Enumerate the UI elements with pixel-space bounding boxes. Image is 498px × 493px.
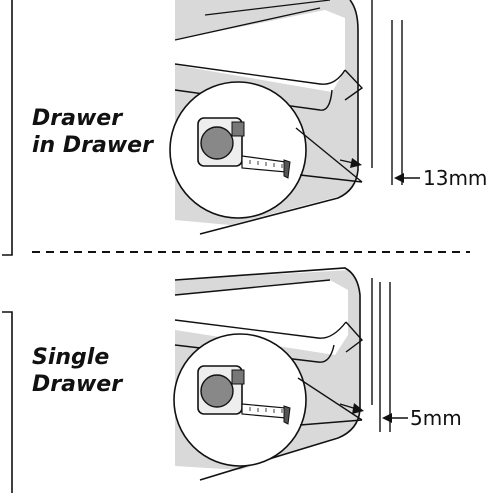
dimension-arrow-icon	[339, 158, 420, 183]
top-title-line2: in Drawer	[32, 133, 154, 158]
top-panel: Drawer in Drawer 13mm	[2, 0, 487, 256]
top-cabinet-frame	[199, 0, 359, 235]
tape-measure-icon	[197, 365, 291, 425]
bottom-cabinet-frame	[174, 267, 361, 481]
bottom-panel-bracket	[2, 311, 13, 493]
tape-measure-icon	[197, 117, 291, 179]
bottom-panel: Single Drawer 5mm	[2, 267, 462, 493]
dimension-arrow-icon	[339, 403, 408, 423]
bottom-gap-label: 5mm	[410, 406, 462, 430]
top-title-line1: Drawer	[32, 106, 123, 131]
bottom-title-line1: Single	[32, 345, 109, 370]
top-gap-label: 13mm	[423, 166, 487, 190]
bottom-title-line2: Drawer	[32, 372, 123, 397]
top-panel-bracket	[2, 0, 13, 256]
